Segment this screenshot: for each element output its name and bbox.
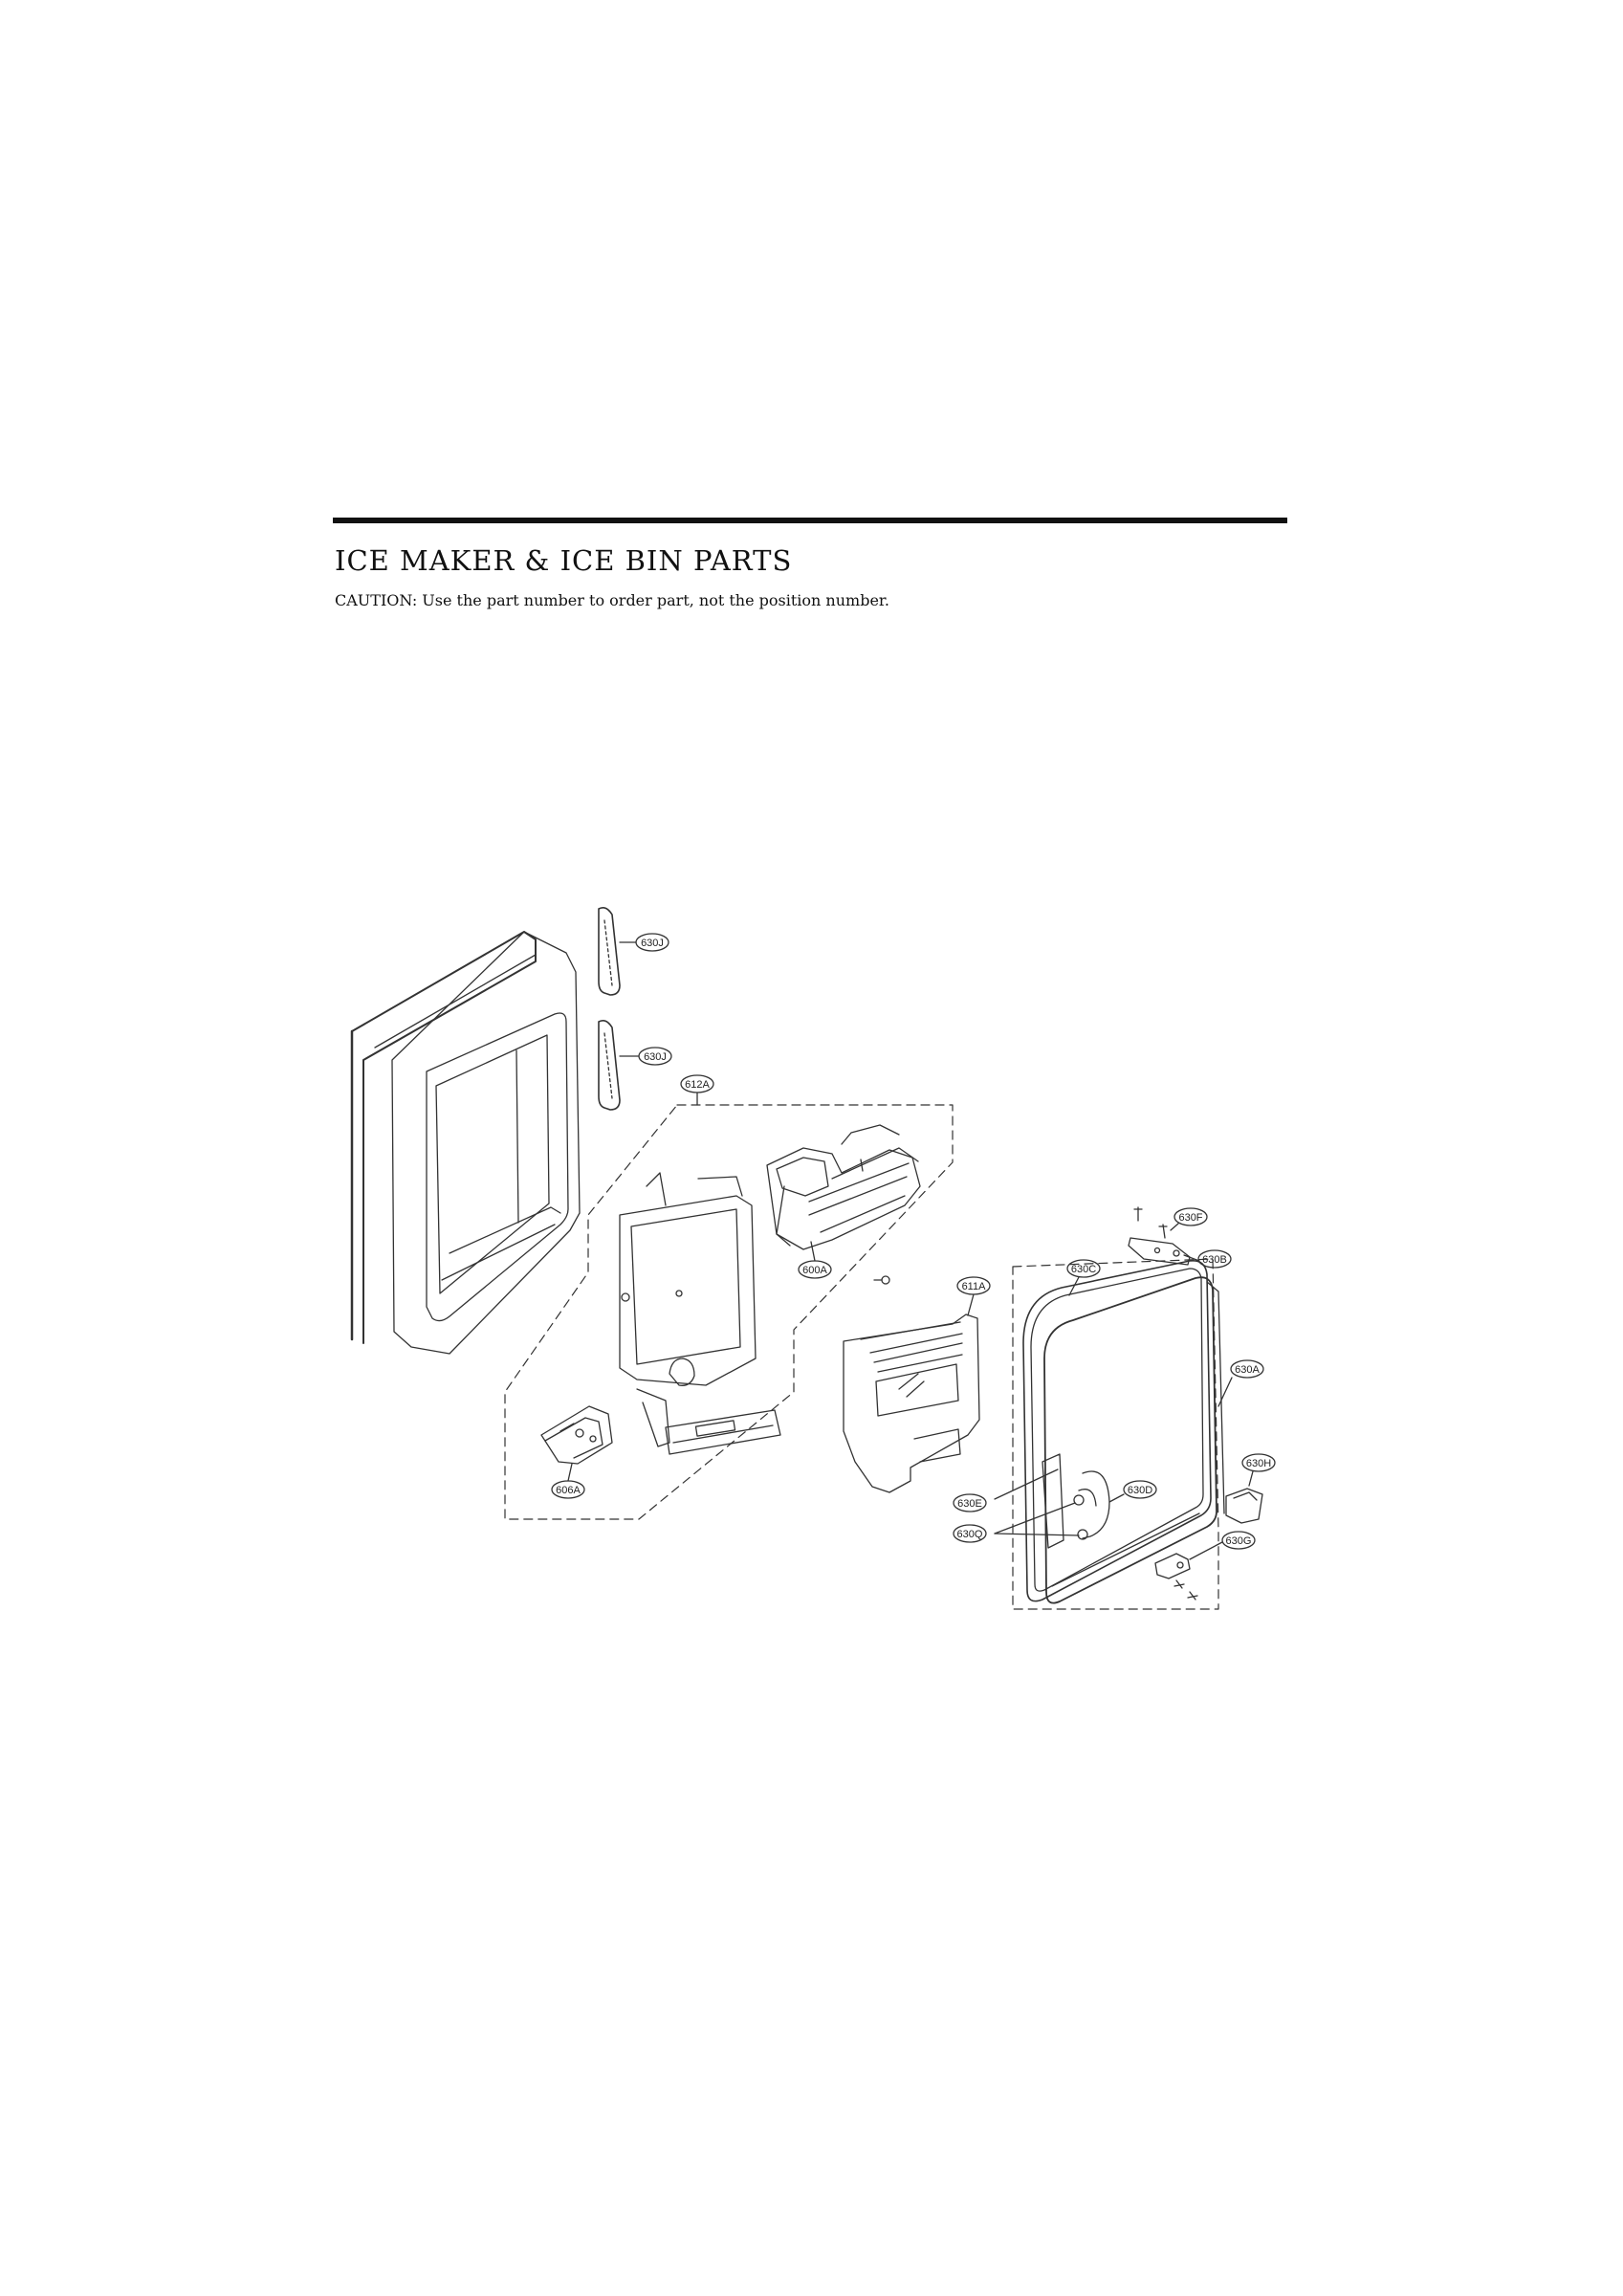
callout-630J-bottom: 630J: [638, 1047, 672, 1066]
part-630E-handle: [994, 1453, 1125, 1549]
svg-text:630D: 630D: [1128, 1485, 1152, 1496]
svg-text:630A: 630A: [1235, 1364, 1260, 1376]
callout-612A: 612A: [680, 1074, 714, 1093]
callout-630H: 630H: [1241, 1453, 1276, 1472]
callout-606A: 606A: [551, 1480, 585, 1499]
svg-text:630J: 630J: [644, 1051, 667, 1063]
callout-630Q: 630Q: [953, 1524, 987, 1543]
callout-630D: 630D: [1123, 1480, 1157, 1499]
svg-text:606A: 606A: [556, 1485, 581, 1496]
part-630H: [1225, 1470, 1263, 1524]
svg-text:630G: 630G: [1226, 1535, 1252, 1547]
part-630A-door-panel: [1043, 1276, 1233, 1604]
ice-maker-assembly-boundary: [504, 1104, 954, 1520]
callout-600A: 600A: [798, 1260, 832, 1279]
part-600A-ice-maker: [766, 1124, 921, 1262]
caution-note: CAUTION: Use the part number to order pa…: [335, 591, 889, 609]
svg-text:630E: 630E: [957, 1498, 982, 1510]
callout-630F: 630F: [1173, 1207, 1208, 1226]
svg-text:630J: 630J: [641, 938, 664, 949]
door-assembly-boundary: [1012, 1258, 1219, 1610]
callout-630E: 630E: [953, 1493, 987, 1512]
part-630J-top: [598, 907, 637, 996]
svg-text:612A: 612A: [685, 1079, 710, 1091]
part-630C-gasket: [1022, 1259, 1212, 1602]
callout-630J-top: 630J: [635, 933, 669, 952]
svg-text:630C: 630C: [1071, 1264, 1096, 1275]
svg-text:611A: 611A: [962, 1281, 987, 1292]
svg-text:600A: 600A: [802, 1265, 827, 1276]
part-630F-hinge: [1128, 1206, 1200, 1266]
svg-text:630B: 630B: [1202, 1254, 1227, 1266]
page-title: ICE MAKER & ICE BIN PARTS: [335, 544, 793, 577]
svg-text:630Q: 630Q: [957, 1529, 983, 1540]
header-rule: [333, 518, 1287, 523]
svg-text:630H: 630H: [1246, 1458, 1271, 1469]
part-606A-bracket: [540, 1405, 613, 1482]
callout-630A: 630A: [1230, 1359, 1264, 1379]
callout-630B: 630B: [1197, 1249, 1232, 1269]
screw: [873, 1275, 890, 1285]
part-630J-bottom: [598, 1020, 640, 1111]
part-611A-bin-cover: [843, 1293, 980, 1493]
part-630Q-leaders: [994, 1502, 1080, 1536]
callout-630C: 630C: [1066, 1259, 1101, 1278]
ice-maker-bracket: [619, 1172, 781, 1455]
part-630G-hinge: [1154, 1541, 1223, 1601]
callout-630G: 630G: [1221, 1531, 1256, 1550]
door-liner: [350, 931, 581, 1355]
svg-text:630F: 630F: [1178, 1212, 1202, 1224]
callout-611A: 611A: [956, 1276, 991, 1295]
